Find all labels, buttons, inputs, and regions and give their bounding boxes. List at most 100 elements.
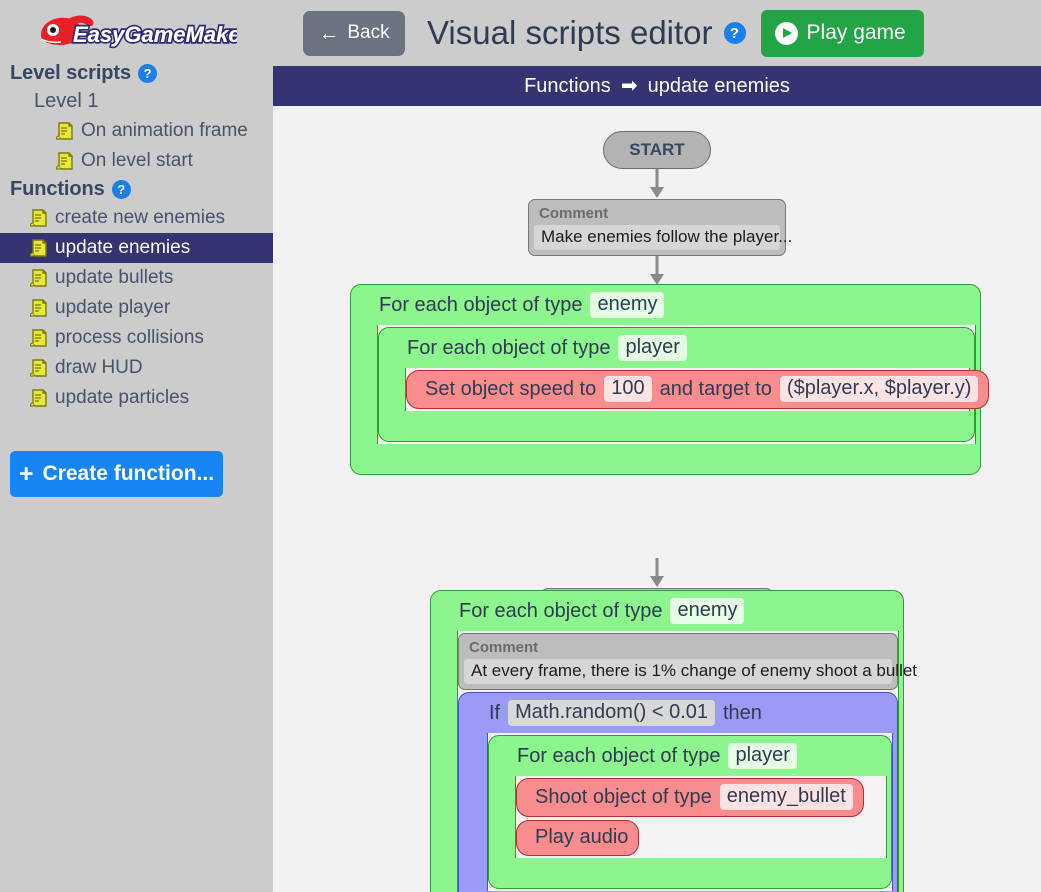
sidebar-item-update-enemies[interactable]: update enemies (0, 233, 273, 263)
loop-header[interactable]: For each object of type player (379, 328, 974, 368)
if-header[interactable]: If Math.random() < 0.01 then (459, 693, 897, 733)
loop-type-slot[interactable]: enemy (590, 292, 665, 318)
comment-label: Comment (469, 639, 539, 656)
loop-prefix: For each object of type (517, 744, 721, 767)
script-icon (56, 151, 73, 170)
script-icon (30, 328, 47, 347)
script-canvas[interactable]: START Comment Make enemies follow the pl… (273, 106, 1041, 892)
breadcrumb: Functions ➡ update enemies (273, 66, 1041, 106)
if-body: For each object of type player Shoot obj… (487, 733, 893, 891)
page-title: Visual scripts editor (427, 14, 713, 51)
arrow-left-icon: ← (318, 21, 340, 45)
sidebar-item-create-new-enemies[interactable]: create new enemies (0, 203, 273, 233)
target-value-slot[interactable]: ($player.x, $player.y) (779, 376, 979, 402)
help-icon[interactable]: ? (111, 180, 131, 199)
flow-connector (650, 169, 664, 199)
flow-connector (650, 558, 664, 588)
back-button-label: Back (347, 22, 390, 43)
loop-body: Set object speed to 100 and target to ($… (405, 368, 990, 411)
loop-body: Comment At every frame, there is 1% chan… (457, 631, 917, 892)
play-icon (774, 21, 798, 45)
loop-header[interactable]: For each object of type enemy (351, 285, 980, 325)
app-logo[interactable]: EasyGameMaker EasyGameMaker (0, 0, 273, 60)
help-icon[interactable]: ? (723, 22, 746, 44)
comment-label: Comment (539, 205, 609, 222)
comment-text[interactable]: At every frame, there is 1% change of en… (464, 659, 917, 684)
loop-prefix: For each object of type (407, 336, 611, 359)
play-game-button[interactable]: Play game (760, 9, 924, 57)
functions-heading: Functions ? (0, 176, 273, 203)
level-scripts-title: Level scripts (10, 62, 131, 84)
action-part-2: and target to (659, 377, 772, 400)
script-icon (30, 358, 47, 377)
script-icon (30, 208, 47, 227)
then-label: then (723, 701, 762, 724)
sidebar-item-label: create new enemies (55, 207, 226, 228)
loop-header[interactable]: For each object of type player (489, 736, 891, 776)
if-block-random[interactable]: If Math.random() < 0.01 then For each ob… (458, 692, 898, 892)
loop-block-enemy-shoot[interactable]: For each object of type enemy Comment At… (430, 590, 917, 892)
sidebar-item-label: update bullets (55, 267, 174, 288)
comment-block-1[interactable]: Comment Make enemies follow the player..… (528, 199, 792, 256)
sidebar-item-process-collisions[interactable]: process collisions (0, 323, 273, 353)
start-node[interactable]: START (603, 131, 711, 169)
loop-block-enemy-follow[interactable]: For each object of type enemy For each o… (350, 284, 990, 475)
loop-body: Shoot object of type enemy_bullet Play a… (515, 776, 887, 858)
action-play-audio[interactable]: Play audio (516, 820, 640, 856)
sidebar-item-update-particles[interactable]: update particles (0, 383, 273, 413)
sidebar-item-label: update enemies (55, 237, 191, 258)
loop-header[interactable]: For each object of type enemy (431, 591, 903, 631)
loop-type-slot[interactable]: player (728, 743, 797, 769)
loop-type-slot[interactable]: player (618, 335, 687, 361)
back-button[interactable]: ← Back (303, 10, 405, 56)
sidebar-item-on-animation-frame[interactable]: On animation frame (0, 116, 273, 146)
action-label: Play audio (535, 826, 629, 848)
sidebar-item-update-player[interactable]: update player (0, 293, 273, 323)
logo-svg: EasyGameMaker EasyGameMaker (40, 15, 237, 49)
if-label: If (489, 701, 501, 724)
level-node-level-1[interactable]: Level 1 (34, 90, 99, 112)
level-scripts-heading: Level scripts ? (0, 60, 273, 87)
help-icon[interactable]: ? (138, 64, 157, 83)
arrow-right-icon: ➡ (620, 75, 638, 97)
script-icon (56, 121, 73, 140)
action-part-1: Set object speed to (425, 377, 597, 400)
sidebar-item-update-bullets[interactable]: update bullets (0, 263, 273, 293)
sidebar-item-label: update particles (55, 387, 190, 408)
script-icon (30, 388, 47, 407)
script-icon (30, 268, 47, 287)
comment-text[interactable]: Make enemies follow the player... (534, 225, 792, 250)
plus-icon: + (18, 459, 34, 488)
shoot-type-slot[interactable]: enemy_bullet (719, 784, 853, 810)
flow-connector (650, 256, 664, 286)
script-icon (30, 238, 47, 257)
svg-text:EasyGameMaker: EasyGameMaker (73, 22, 237, 47)
sidebar-item-draw-hud[interactable]: draw HUD (0, 353, 273, 383)
action-prefix: Shoot object of type (535, 785, 712, 808)
create-function-button[interactable]: + Create function... (10, 451, 223, 497)
action-shoot-object[interactable]: Shoot object of type enemy_bullet (516, 778, 864, 817)
loop-prefix: For each object of type (379, 293, 583, 316)
top-bar: ← Back Visual scripts editor ? Play game (273, 0, 1041, 66)
loop-block-player-inner[interactable]: For each object of type player Set objec… (378, 327, 990, 442)
script-icon (30, 298, 47, 317)
sidebar: EasyGameMaker EasyGameMaker Level script… (0, 0, 273, 892)
speed-value-slot[interactable]: 100 (604, 376, 652, 402)
sidebar-item-label: update player (55, 297, 171, 318)
condition-slot[interactable]: Math.random() < 0.01 (508, 700, 715, 726)
action-set-object-speed[interactable]: Set object speed to 100 and target to ($… (406, 370, 990, 409)
create-function-label: Create function... (42, 462, 215, 485)
sidebar-item-label: process collisions (55, 327, 204, 348)
script-flow: START Comment Make enemies follow the pl… (273, 106, 1041, 286)
sidebar-item-label: On level start (81, 150, 193, 171)
loop-block-player-shoot[interactable]: For each object of type player Shoot obj… (488, 735, 892, 889)
sidebar-item-label: draw HUD (55, 357, 143, 378)
breadcrumb-root[interactable]: Functions (524, 74, 611, 97)
logo-graphic: EasyGameMaker EasyGameMaker (37, 11, 237, 55)
loop-prefix: For each object of type (459, 599, 663, 622)
loop-footer (351, 444, 980, 474)
comment-block-3[interactable]: Comment At every frame, there is 1% chan… (458, 633, 917, 690)
sidebar-item-on-level-start[interactable]: On level start (0, 146, 273, 176)
loop-footer (489, 858, 891, 888)
loop-type-slot[interactable]: enemy (670, 598, 745, 624)
